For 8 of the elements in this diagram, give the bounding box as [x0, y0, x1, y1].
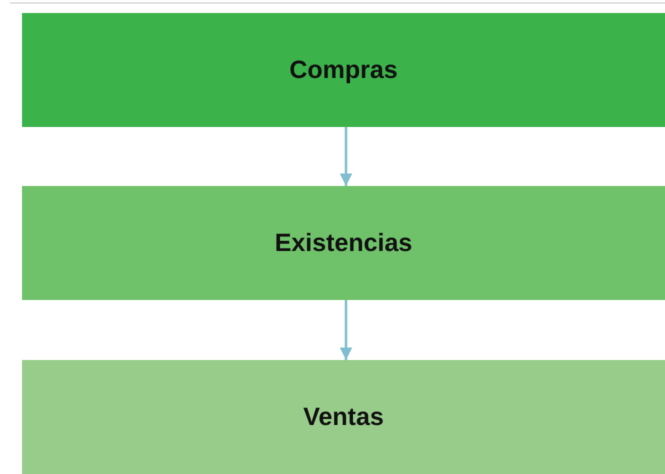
box-label: Compras	[289, 56, 398, 84]
box-label: Existencias	[274, 228, 412, 258]
arrow	[340, 127, 352, 186]
arrow	[340, 300, 352, 360]
process-box	[22, 360, 665, 474]
box-label: Ventas	[303, 402, 384, 432]
process-box	[22, 13, 665, 127]
process-box	[22, 186, 665, 300]
